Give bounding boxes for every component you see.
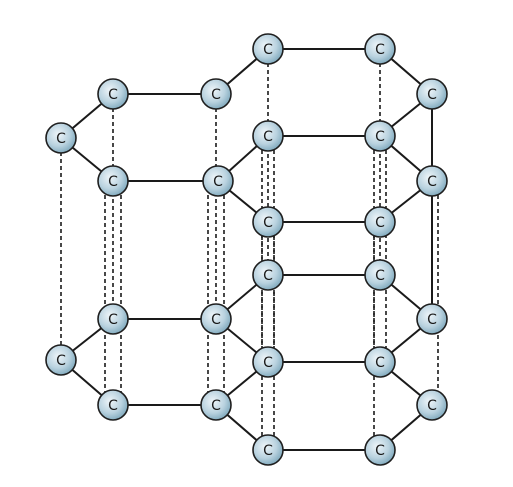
atom-label: C	[211, 312, 221, 328]
atom-circle	[45, 122, 77, 154]
atom-label: C	[56, 131, 66, 147]
atom-label: C	[263, 129, 273, 145]
carbon-atom: C	[200, 389, 232, 421]
atom-circle	[252, 434, 284, 466]
atom-circle	[202, 165, 234, 197]
carbon-atom: C	[252, 434, 284, 466]
atom-circle	[200, 78, 232, 110]
atom-circle	[364, 33, 396, 65]
carbon-atom: C	[200, 303, 232, 335]
atom-label: C	[375, 215, 385, 231]
atom-circle	[416, 78, 448, 110]
atom-label: C	[375, 268, 385, 284]
carbon-atom: C	[416, 389, 448, 421]
atom-circle	[45, 344, 77, 376]
atom-label: C	[427, 87, 437, 103]
atom-label: C	[263, 215, 273, 231]
carbon-atom: C	[97, 165, 129, 197]
atom-label: C	[263, 443, 273, 459]
atom-label: C	[375, 443, 385, 459]
carbon-atom: C	[252, 120, 284, 152]
atom-circle	[416, 389, 448, 421]
carbon-atom: C	[97, 303, 129, 335]
atom-circle	[252, 206, 284, 238]
atom-label: C	[375, 355, 385, 371]
atom-circle	[252, 33, 284, 65]
atom-circle	[97, 303, 129, 335]
carbon-atom: C	[252, 33, 284, 65]
carbon-atom: C	[416, 303, 448, 335]
carbon-atom: C	[202, 165, 234, 197]
atom-circle	[97, 165, 129, 197]
atom-label: C	[263, 355, 273, 371]
carbon-atom: C	[364, 346, 396, 378]
carbon-atom: C	[364, 120, 396, 152]
atom-label: C	[211, 87, 221, 103]
atom-circle	[97, 78, 129, 110]
atom-circle	[364, 434, 396, 466]
carbon-atom: C	[97, 389, 129, 421]
atom-circle	[416, 303, 448, 335]
atom-label: C	[56, 353, 66, 369]
carbon-atom: C	[252, 206, 284, 238]
atom-label: C	[108, 174, 118, 190]
carbon-atom: C	[252, 346, 284, 378]
interlayer-bonds	[60, 49, 439, 450]
atom-circle	[416, 165, 448, 197]
atom-circle	[200, 303, 232, 335]
atom-label: C	[375, 129, 385, 145]
atom-circle	[97, 389, 129, 421]
atom-circle	[200, 389, 232, 421]
atom-circle	[252, 120, 284, 152]
atom-label: C	[213, 174, 223, 190]
atom-label: C	[211, 398, 221, 414]
atom-label: C	[427, 398, 437, 414]
atom-circle	[364, 120, 396, 152]
atom-label: C	[263, 268, 273, 284]
carbon-atom: C	[97, 78, 129, 110]
carbon-atom: C	[364, 259, 396, 291]
atom-label: C	[108, 312, 118, 328]
atom-circle	[364, 206, 396, 238]
carbon-atom: C	[416, 165, 448, 197]
carbon-atom: C	[416, 78, 448, 110]
carbon-atom: C	[45, 122, 77, 154]
atom-label: C	[427, 174, 437, 190]
atom-circle	[364, 346, 396, 378]
carbon-atom: C	[200, 78, 232, 110]
atom-label: C	[108, 87, 118, 103]
atom-circle	[252, 346, 284, 378]
carbon-atom: C	[364, 33, 396, 65]
atom-label: C	[375, 42, 385, 58]
carbon-atom: C	[45, 344, 77, 376]
atom-circle	[252, 259, 284, 291]
carbon-atom: C	[364, 206, 396, 238]
carbon-atom: C	[252, 259, 284, 291]
atom-label: C	[427, 312, 437, 328]
carbon-atoms: C C C C C C C C C C C C C C C C C C C C C C C C C C	[45, 33, 448, 466]
carbon-atom: C	[364, 434, 396, 466]
atom-label: C	[263, 42, 273, 58]
atom-label: C	[108, 398, 118, 414]
atom-circle	[364, 259, 396, 291]
